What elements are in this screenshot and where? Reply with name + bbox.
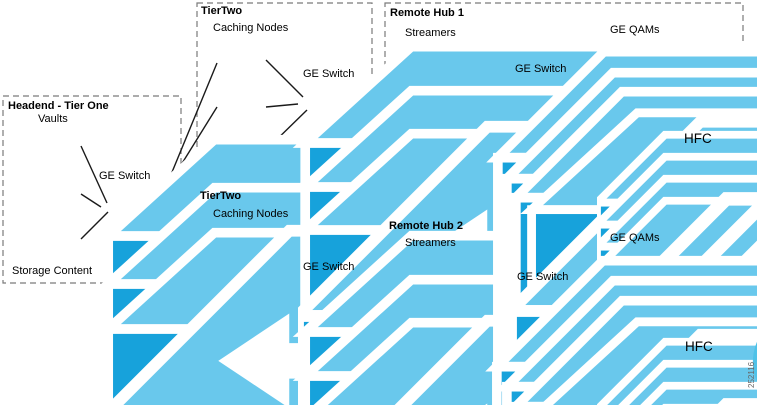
headend-title: Headend - Tier One <box>8 100 109 112</box>
hub2-hfc-label: HFC <box>685 339 713 354</box>
hub2-switch-label: GE Switch <box>517 271 568 283</box>
tier-two-top-title: TierTwo <box>201 5 242 17</box>
remote-hub-2-title: Remote Hub 2 <box>389 220 463 232</box>
tier-two-bottom-switch-label: GE Switch <box>303 261 354 273</box>
remote-hub-1-title: Remote Hub 1 <box>390 7 464 19</box>
tier-two-top-caching-label: Caching Nodes <box>213 22 289 34</box>
hub2-qams-label: GE QAMs <box>610 232 660 244</box>
tier-two-top-switch-label: GE Switch <box>303 68 354 80</box>
tier-two-bottom-title: TierTwo <box>200 190 241 202</box>
hub2-streamers-label: Streamers <box>405 237 456 249</box>
storage-content-label: Storage Content <box>12 265 92 277</box>
hub1-switch-label: GE Switch <box>515 63 566 75</box>
hub1-streamers-label: Streamers <box>405 27 456 39</box>
figure-number: 252116 <box>747 361 756 388</box>
hub1-qams-label: GE QAMs <box>610 24 660 36</box>
hub1-hfc-label: HFC <box>684 131 712 146</box>
vaults-label: Vaults <box>38 113 68 125</box>
tier-two-bottom-caching-label: Caching Nodes <box>213 208 289 220</box>
headend-switch-label: GE Switch <box>99 170 150 182</box>
